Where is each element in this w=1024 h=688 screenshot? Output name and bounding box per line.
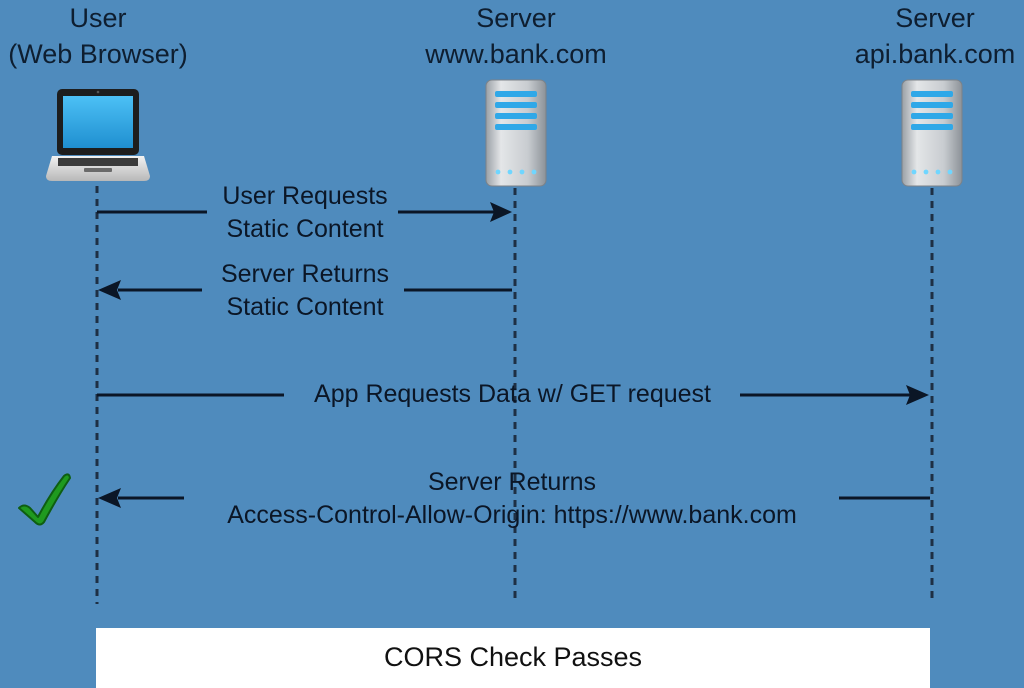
message-line: Server Returns bbox=[427, 468, 597, 496]
message-line: Access-Control-Allow-Origin: https://www… bbox=[227, 501, 797, 529]
laptop-icon bbox=[46, 89, 150, 181]
message-arrow-3 bbox=[97, 385, 929, 405]
message-arrow-4 bbox=[98, 488, 930, 508]
cors-result-banner: CORS Check Passes bbox=[96, 628, 930, 688]
actor-subtitle: api.bank.com bbox=[854, 39, 1016, 69]
arrowhead bbox=[98, 488, 121, 508]
message-label-3: App Requests Data w/ GET request bbox=[260, 378, 765, 411]
actor-api-label: Server api.bank.com bbox=[830, 0, 1024, 72]
actor-subtitle: www.bank.com bbox=[425, 39, 607, 69]
actor-subtitle: (Web Browser) bbox=[8, 39, 188, 69]
message-arrow-1 bbox=[97, 202, 512, 222]
message-arrow-2 bbox=[98, 280, 512, 300]
actor-title: Server bbox=[476, 3, 556, 33]
message-line: Static Content bbox=[226, 215, 384, 243]
actor-www-label: Server www.bank.com bbox=[396, 0, 636, 72]
server-icon-api bbox=[901, 79, 963, 187]
message-line: Static Content bbox=[226, 293, 384, 321]
message-line: App Requests Data w/ GET request bbox=[314, 380, 711, 408]
message-line: Server Returns bbox=[220, 260, 390, 288]
message-line: User Requests bbox=[222, 182, 388, 210]
message-label-2: Server Returns Static Content bbox=[180, 258, 430, 324]
message-label-4: Server Returns Access-Control-Allow-Orig… bbox=[176, 466, 848, 532]
checkmark-icon bbox=[18, 473, 71, 526]
actor-title: User bbox=[69, 3, 127, 33]
server-icon-www bbox=[485, 79, 547, 187]
arrowhead bbox=[490, 202, 512, 222]
actor-user-label: User (Web Browser) bbox=[0, 0, 196, 72]
actor-title: Server bbox=[895, 3, 975, 33]
arrowhead bbox=[98, 280, 121, 300]
arrowhead bbox=[906, 385, 929, 405]
message-label-1: User Requests Static Content bbox=[180, 180, 430, 246]
